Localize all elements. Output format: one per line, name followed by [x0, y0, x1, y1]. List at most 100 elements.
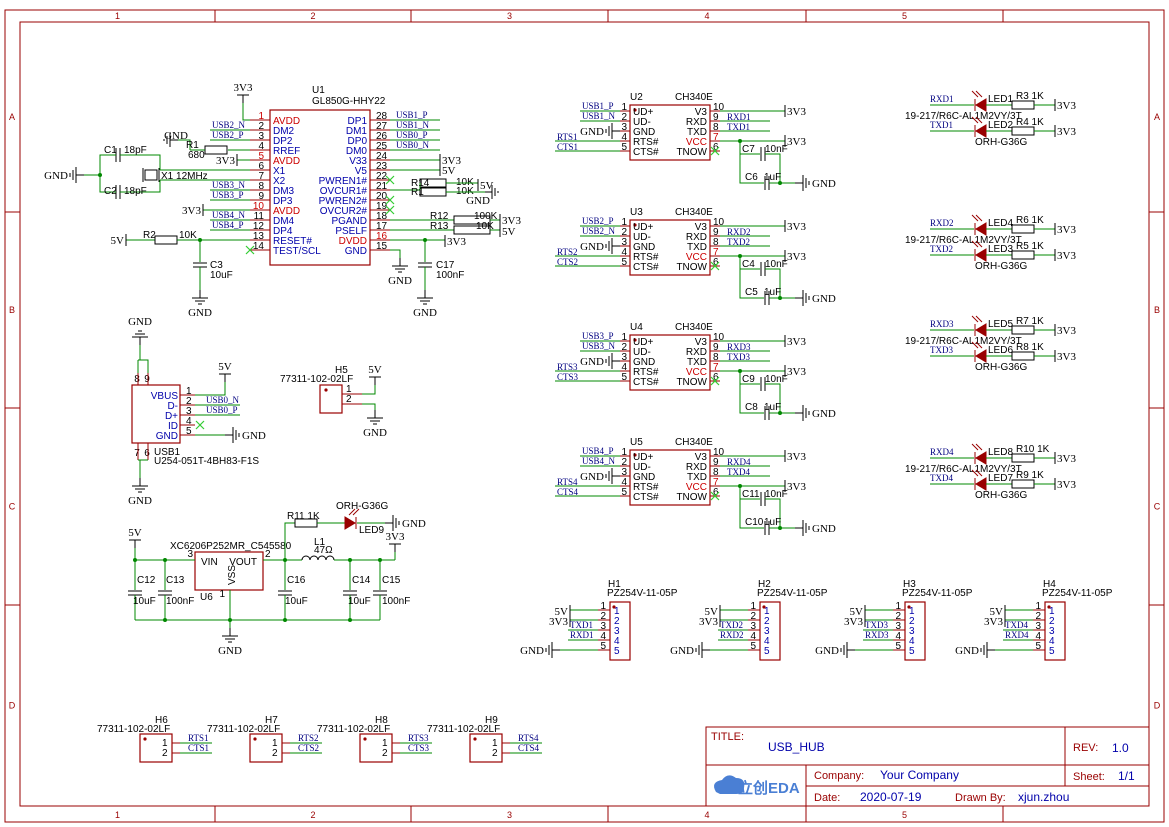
gnd-label: GND [812, 523, 836, 535]
gnd-label: GND [218, 645, 242, 657]
pwr-label: 3V3 [787, 251, 806, 263]
header-body [1044, 601, 1066, 661]
ch340-pin-name: TNOW [676, 492, 707, 503]
u1-pin-name: RESET# [273, 236, 312, 247]
wire [284, 522, 295, 560]
wire [765, 383, 781, 413]
c2-val: 18pF [124, 186, 147, 197]
net-label: RTS1 [557, 132, 577, 142]
u1-pin-num: 17 [376, 221, 388, 232]
ch340-pin-num: 8 [713, 467, 719, 478]
u1-pin-num: 11 [254, 211, 265, 222]
ch340-pin-num: 10 [713, 102, 725, 113]
power-symbol-v33: 3V3 [784, 450, 806, 463]
net-label: USB3_N [212, 180, 246, 190]
pwr-label: 3V3 [787, 366, 806, 378]
r12-val: 100K [474, 211, 498, 222]
wire [765, 153, 781, 183]
gnd-symbol: GND [580, 238, 620, 254]
u1-pin-name: DM0 [346, 146, 368, 157]
ch340-pin-num: 4 [621, 477, 627, 488]
cap-ref: C10 [745, 517, 764, 528]
ch340-pin-num: 7 [713, 477, 719, 488]
gnd-label: GND [520, 645, 544, 657]
u1-pin-num: 4 [258, 141, 264, 152]
resistor-body [419, 187, 447, 197]
led-triangle [975, 98, 987, 112]
pwr-label: 5V [442, 165, 456, 177]
tb-title-label: TITLE: [711, 731, 744, 743]
capacitor [418, 262, 432, 268]
pwr-label: 5V [850, 606, 864, 618]
u1-pin-name: X1 [273, 166, 286, 177]
header-pin-num: 2 [600, 611, 606, 622]
ch340-pin-num: 9 [713, 342, 719, 353]
c17-val: 100nF [436, 270, 464, 281]
gnd-label: GND [413, 307, 437, 319]
pwr-label: 3V3 [1057, 126, 1076, 138]
power-symbol-v33: 3V3 [784, 365, 806, 378]
u6-vin: VIN [201, 557, 218, 568]
led-ref: LED8 [988, 447, 1013, 458]
power-symbol-v33: 3V3 [234, 82, 253, 103]
power-symbol-v33: 3V3 [844, 615, 866, 628]
cloud-icon [714, 775, 745, 794]
ch340-pin-name: UD- [633, 232, 651, 243]
power-symbol-v33: 3V3 [1054, 249, 1076, 262]
net-label: RTS4 [557, 477, 578, 487]
pin1-marker [324, 388, 328, 392]
ch340-pin-name: RXD [686, 462, 707, 473]
ch340-pin-name: UD+ [633, 107, 653, 118]
gnd-symbol: GND [580, 468, 620, 484]
power-symbol-v33: 3V3 [1054, 99, 1076, 112]
header-part: PZ254V-11-05P [902, 588, 973, 599]
gnd-label: GND [402, 518, 426, 530]
resistor-body [204, 145, 228, 155]
inductor-coil [309, 555, 319, 561]
logo-text: 立创EDA [738, 779, 800, 797]
net-label: RXD3 [727, 342, 751, 352]
u1-part: GL850G-HHY22 [312, 96, 386, 107]
small-header-part: 77311-102-02LF [317, 724, 390, 735]
led-ray [975, 341, 983, 349]
gnd-symbol: GND [795, 520, 836, 536]
u1-pin-name: AVDD [273, 116, 300, 127]
led-ray [975, 315, 983, 323]
led-part: ORH-G36G [975, 261, 1027, 272]
u1-pin-name: AVDD [273, 156, 300, 167]
ch340-pin-num: 5 [621, 372, 627, 383]
ch340-part: CH340E [675, 207, 713, 218]
pwr-label: 3V3 [1057, 479, 1076, 491]
led-part: 19-217/R6C-AL1M2VY/3T [905, 111, 1022, 122]
led-part: ORH-G36G [975, 362, 1027, 373]
ch340-pin-name: VCC [686, 252, 707, 263]
cap-val: 100nF [382, 596, 410, 607]
header-pin-name: 1 [764, 606, 770, 617]
col-label-top: 4 [704, 11, 709, 21]
usb1-shell: 8 [134, 374, 140, 385]
net-label: USB1_P [396, 110, 428, 120]
cap-val: 10nF [765, 374, 788, 385]
ch340-pin-num: 5 [621, 487, 627, 498]
header-pin-name: 2 [614, 616, 620, 627]
pwr-label: 3V3 [787, 451, 806, 463]
wire [128, 180, 161, 193]
r2-ref: R2 [143, 230, 156, 241]
led-symbol [971, 90, 987, 112]
row-label-left: A [9, 112, 15, 122]
small-header-body [469, 733, 503, 763]
gnd-symbol: GND [815, 642, 855, 658]
cap-val: 10uF [133, 596, 156, 607]
res-label: R8 1K [1016, 342, 1044, 353]
u1-pin-num: 3 [258, 131, 264, 142]
ch340-pin-num: 6 [713, 142, 719, 153]
ch340-pin-num: 2 [621, 112, 627, 123]
header-pin-num: 5 [1035, 641, 1041, 652]
ch340-pin-name: V3 [695, 107, 708, 118]
pin1-marker [633, 453, 637, 457]
